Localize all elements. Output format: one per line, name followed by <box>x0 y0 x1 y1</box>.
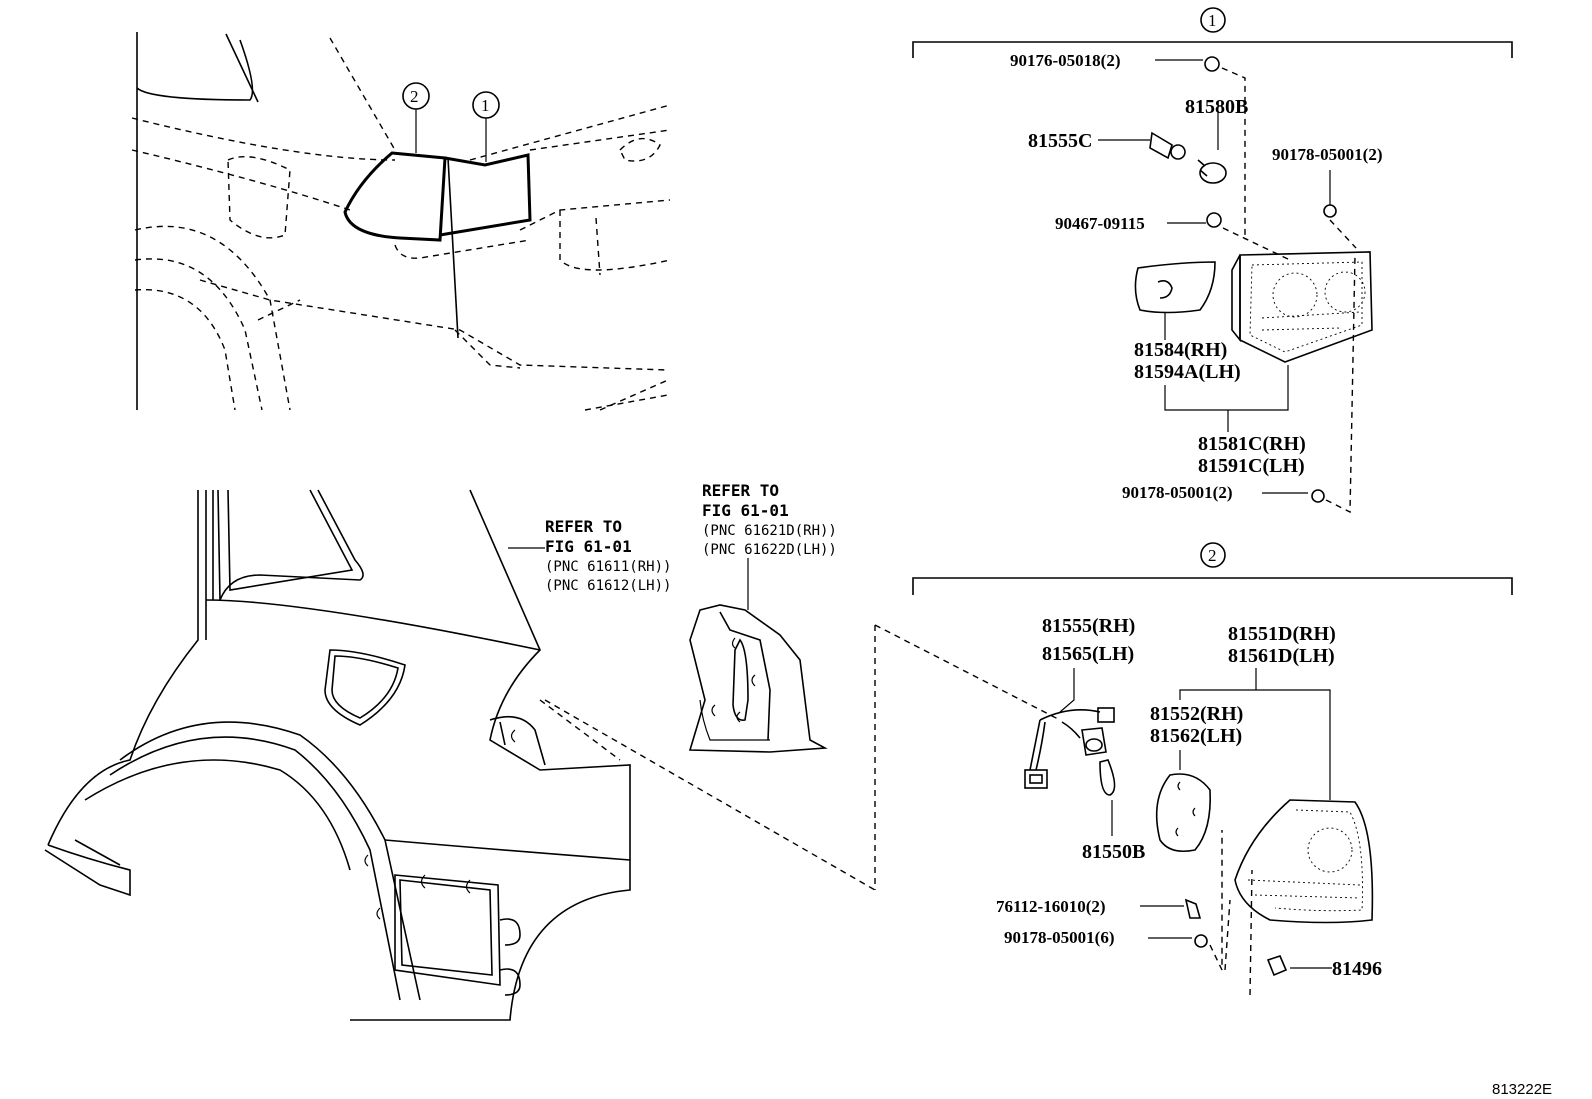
ref2-line4: (PNC 61622D(LH)) <box>702 542 837 558</box>
part-76112-16010: 76112-16010(2) <box>996 897 1106 916</box>
group-2-section: 2 81555(RH) 81565(LH) 81550B 81552(RH) 8… <box>912 542 1513 996</box>
part-81551D-RH: 81551D(RH) <box>1228 623 1336 645</box>
part-90178-05001-six: 90178-05001(6) <box>1004 928 1114 947</box>
part-81562-LH: 81562(LH) <box>1150 725 1242 747</box>
part-81550B: 81550B <box>1082 841 1145 863</box>
inner-panel-illustration <box>688 558 828 753</box>
group-1-section: 1 90176-05018(2) 81580B 81555C 90178-050… <box>912 7 1513 514</box>
part-81496: 81496 <box>1332 958 1382 980</box>
part-90467-09115: 90467-09115 <box>1055 214 1145 233</box>
ref2-line1: REFER TO <box>702 481 779 500</box>
part-90176-05018: 90176-05018(2) <box>1010 51 1120 70</box>
ref1-line1: REFER TO <box>545 517 622 536</box>
part-90178-05001-upper: 90178-05001(2) <box>1272 145 1382 164</box>
ref1-line3: (PNC 61611(RH)) <box>545 559 671 575</box>
part-81555-RH: 81555(RH) <box>1042 615 1135 637</box>
vehicle-overview-illustration: 2 1 <box>131 32 671 411</box>
ref2-line2: FIG 61-01 <box>702 501 789 520</box>
part-81555C: 81555C <box>1028 130 1092 152</box>
callout-1-header: 1 <box>1208 11 1217 30</box>
callout-2-header: 2 <box>1208 546 1217 565</box>
part-81561D-LH: 81561D(LH) <box>1228 645 1335 667</box>
callout-2-overview: 2 <box>410 87 419 106</box>
part-81552-RH: 81552(RH) <box>1150 703 1243 725</box>
part-81594A-LH: 81594A(LH) <box>1134 361 1241 383</box>
ref2-line3: (PNC 61621D(RH)) <box>702 523 837 539</box>
part-81580B: 81580B <box>1185 96 1248 118</box>
figure-code: 813222E <box>1492 1081 1552 1098</box>
callout-1-overview: 1 <box>481 96 490 115</box>
part-90178-05001-lower: 90178-05001(2) <box>1122 483 1232 502</box>
part-81565-LH: 81565(LH) <box>1042 643 1134 665</box>
quarter-panel-illustration <box>44 489 1061 1021</box>
part-81581C-RH: 81581C(RH) <box>1198 433 1306 455</box>
ref1-line2: FIG 61-01 <box>545 537 632 556</box>
part-81591C-LH: 81591C(LH) <box>1198 455 1305 477</box>
ref1-line4: (PNC 61612(LH)) <box>545 578 671 594</box>
part-81584-RH: 81584(RH) <box>1134 339 1227 361</box>
